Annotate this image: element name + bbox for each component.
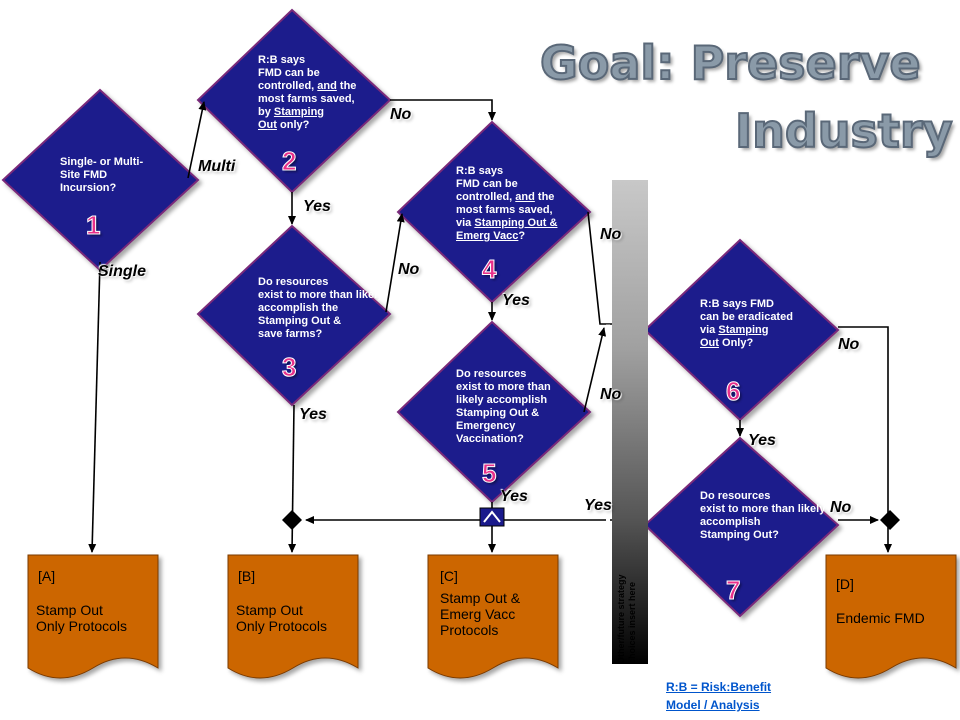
merge-node-d <box>880 510 900 530</box>
diamond-5-text: Do resources exist to more than likely a… <box>456 368 551 445</box>
outcome-a-text: Stamp Out Only Protocols <box>36 602 128 634</box>
outcome-a-id: [A] <box>38 568 56 584</box>
decision-diamond-7 <box>643 436 840 618</box>
label-no-5: No <box>600 386 622 403</box>
diamond-2-text: R:B says FMD can be controlled, and the … <box>258 54 357 131</box>
outcome-d-text: Endemic FMD <box>836 610 925 626</box>
label-yes-7: Yes <box>584 497 612 514</box>
label-yes-5: Yes <box>500 488 528 505</box>
diamond-6-text: R:B says FMD can be eradicated via Stamp… <box>700 298 793 349</box>
label-yes-2: Yes <box>303 198 331 215</box>
label-yes-6: Yes <box>748 432 776 449</box>
decision-diamond-3 <box>196 224 392 407</box>
diamond-6-number: 6 <box>725 376 741 407</box>
outcome-d-id: [D] <box>836 576 854 592</box>
outcome-shape-a <box>27 554 159 679</box>
diamond-7-number: 7 <box>725 575 741 606</box>
label-no-7: No <box>830 499 852 516</box>
diamond-1-number: 1 <box>85 210 101 241</box>
outcome-c-id: [C] <box>440 568 458 584</box>
future-strategy-text: Other/future strategy choices insert her… <box>616 574 637 664</box>
diamond-7-text: Do resources exist to more than likely a… <box>700 490 826 541</box>
diamond-1-text: Single- or Multi- Site FMD Incursion? <box>60 156 144 194</box>
outcome-c-text: Stamp Out & Emerg Vacc Protocols <box>440 590 521 638</box>
label-no-3: No <box>398 261 420 278</box>
label-yes-4: Yes <box>502 292 530 309</box>
label-no-6: No <box>838 336 860 353</box>
legend-rb-definition[interactable]: R:B = Risk:Benefit Model / Analysis <box>666 680 772 712</box>
title-line-2: Industry <box>734 104 954 158</box>
outcome-shape-d <box>825 554 957 679</box>
future-strategy-bar <box>612 180 648 664</box>
outcome-shape-c <box>427 554 559 679</box>
diamond-5-number: 5 <box>481 458 497 489</box>
diamond-4-text: R:B says FMD can be controlled, and the … <box>456 165 558 242</box>
outcome-shape-b <box>227 554 359 679</box>
diamond-4-number: 4 <box>481 254 497 285</box>
junction-box-5 <box>479 507 505 527</box>
title-line-1: Goal: Preserve <box>539 36 922 90</box>
label-multi: Multi <box>198 158 236 175</box>
outcome-b-text: Stamp Out Only Protocols <box>236 602 328 634</box>
diamond-3-text: Do resources exist to more than likely a… <box>258 276 384 340</box>
label-no-2: No <box>390 106 412 123</box>
merge-node-b <box>282 510 302 530</box>
diamond-2-number: 2 <box>281 146 297 177</box>
label-no-4: No <box>600 226 622 243</box>
diamond-3-number: 3 <box>281 352 297 383</box>
outcome-b-id: [B] <box>238 568 256 584</box>
label-yes-3: Yes <box>299 406 327 423</box>
label-single: Single <box>98 263 147 280</box>
